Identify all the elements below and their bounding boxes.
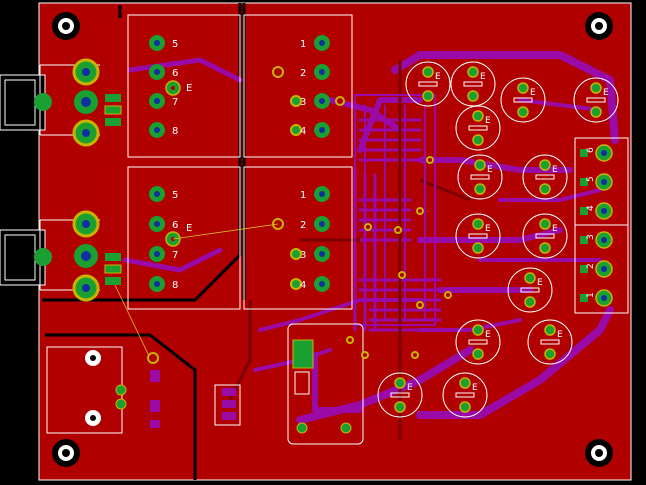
relay-bottom-pin-1: 1	[300, 190, 306, 201]
relay-bottom-pin-3: 3	[300, 250, 306, 261]
electrolytic-capacitor: E	[500, 77, 546, 123]
capacitor-polarity-label: E	[485, 116, 491, 126]
capacitor-polarity-label: E	[485, 224, 491, 234]
electrolytic-capacitor: E	[450, 61, 496, 107]
small-header	[214, 384, 241, 426]
terminal-pin: 3	[580, 231, 613, 249]
relay-bottom-pin-4: 4	[300, 280, 306, 291]
capacitor-polarity-label: E	[407, 383, 413, 393]
electrolytic-capacitor: E	[573, 77, 619, 123]
relay-top-pin-5: 5	[172, 39, 178, 50]
electrolytic-capacitor: E	[377, 372, 423, 418]
terminal-pin-label: 2	[586, 263, 596, 269]
capacitor-polarity-label: E	[472, 383, 478, 393]
capacitor-polarity-label: E	[552, 224, 558, 234]
relay-bottom-marker: E	[186, 223, 192, 234]
capacitor-polarity-label: E	[530, 88, 536, 98]
mounting-holes	[52, 12, 613, 467]
dense-routing-area	[354, 94, 436, 326]
capacitor-polarity-label: E	[552, 165, 558, 175]
ratsnest-lines	[114, 223, 279, 359]
capacitor-polarity-label: E	[435, 72, 441, 82]
top-layer-traces	[228, 60, 471, 440]
electrolytic-capacitor: E	[527, 319, 573, 365]
mounting-hole-top-left	[52, 12, 80, 40]
capacitor-polarity-label: E	[603, 88, 609, 98]
terminal-pin-label: 4	[586, 205, 596, 211]
electrolytic-capacitor: E	[457, 154, 503, 200]
electrolytic-capacitor: E	[442, 372, 488, 418]
terminal-pin: 6	[580, 144, 613, 162]
relay-top-right-pins: 1 2 3 4	[272, 35, 345, 138]
relay-top-left-pins: 5 6 7 8 E	[149, 35, 192, 138]
relay-top-pin-2: 2	[300, 68, 306, 79]
relay-top-pin-3: 3	[300, 97, 306, 108]
capacitors: E E E E E E E E E E E E E E	[377, 61, 619, 418]
terminal-pin-label: 1	[586, 292, 596, 298]
electrolytic-capacitor: E	[455, 319, 501, 365]
relay-bottom: 5 6 7 8 E 1 2 3 4	[127, 166, 353, 310]
terminal-pin-label: 5	[586, 176, 596, 182]
capacitor-polarity-label: E	[537, 278, 543, 288]
capacitor-polarity-label: E	[485, 330, 491, 340]
electrolytic-capacitor: E	[522, 154, 568, 200]
terminal-pin-label: 6	[586, 147, 596, 153]
capacitor-polarity-label: E	[487, 165, 493, 175]
terminal-pin: 2	[580, 260, 613, 278]
electrolytic-capacitor: E	[455, 213, 501, 259]
mounting-hole-top-right	[585, 12, 613, 40]
relay-top-pin-4: 4	[300, 126, 306, 137]
relay-bottom-right-pins: 1 2 3 4	[272, 186, 330, 292]
terminal-block: 6 5 4 3 2 1	[574, 137, 629, 314]
electrolytic-capacitor: E	[507, 267, 553, 313]
relay-top-pin-8: 8	[172, 126, 178, 137]
terminal-pin: 4	[580, 202, 613, 220]
terminal-pin-label: 3	[586, 234, 596, 240]
relay-bottom-pin-2: 2	[300, 220, 306, 231]
terminal-pin: 5	[580, 173, 613, 191]
electrolytic-capacitor: E	[405, 61, 451, 107]
relay-top-pin-7: 7	[172, 97, 178, 108]
vias	[346, 156, 452, 359]
relay-top: 5 6 7 8 E 1 2 3 4	[127, 14, 353, 158]
audio-jack-bottom	[0, 210, 122, 302]
relay-bottom-pin-5: 5	[172, 190, 178, 201]
power-module	[46, 346, 160, 434]
relay-top-pin-6: 6	[172, 68, 178, 79]
capacitor-polarity-label: E	[557, 330, 563, 340]
audio-jack-top	[0, 58, 122, 147]
relay-bottom-pin-6: 6	[172, 220, 178, 231]
mounting-hole-bottom-right	[585, 439, 613, 467]
electrolytic-capacitor: E	[455, 105, 501, 151]
terminal-pin: 1	[580, 289, 613, 307]
relay-bottom-pin-8: 8	[172, 280, 178, 291]
relay-bottom-pin-7: 7	[172, 250, 178, 261]
relay-top-pin-1: 1	[300, 39, 306, 50]
mounting-hole-bottom-left	[52, 439, 80, 467]
relay-top-marker: E	[186, 83, 192, 94]
crystal-section	[287, 323, 364, 445]
electrolytic-capacitor: E	[522, 213, 568, 259]
capacitor-polarity-label: E	[480, 72, 486, 82]
